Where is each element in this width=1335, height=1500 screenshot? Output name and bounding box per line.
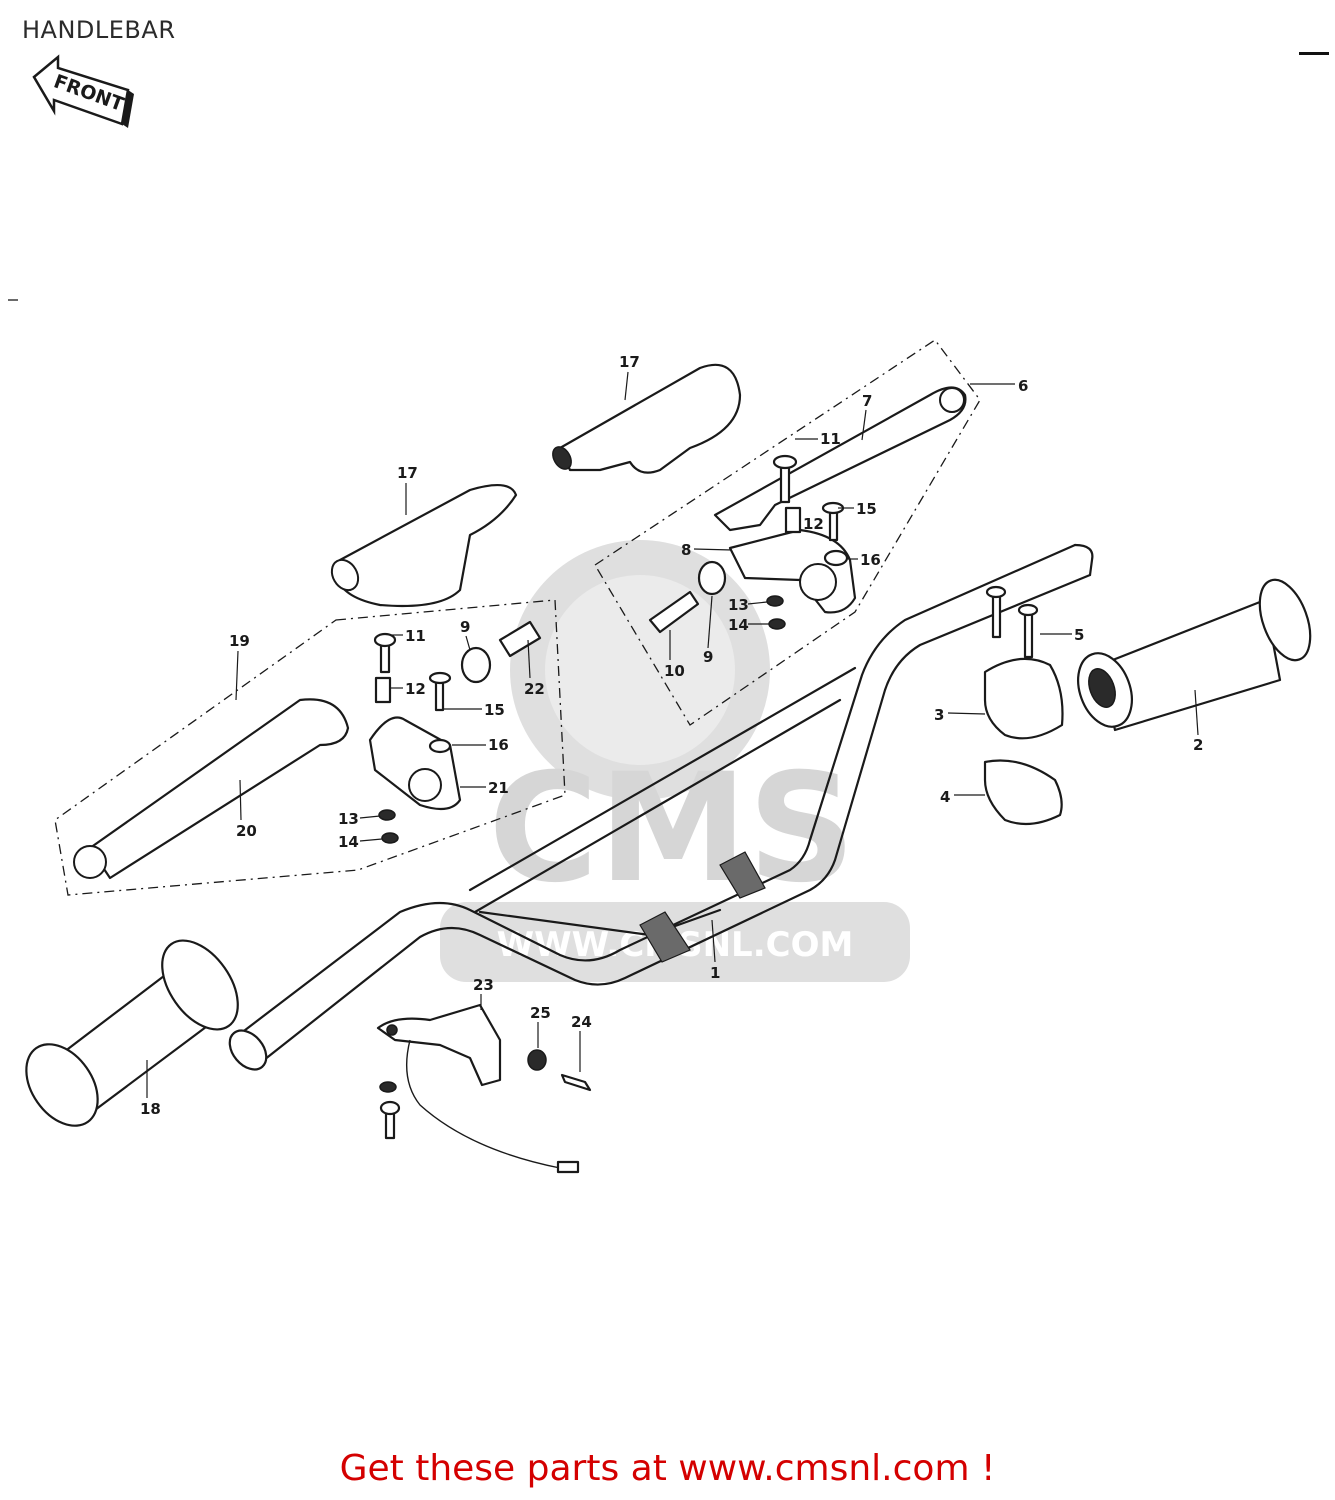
callout-15a: 15 [856,500,877,518]
grip-cover-upper [552,363,742,474]
front-arrow-icon: FRONT [32,54,134,128]
callout-4: 4 [940,788,950,806]
callout-20: 20 [236,822,257,840]
switch-housing-lower [983,759,1063,826]
callout-13a: 13 [728,596,749,614]
callout-12a: 12 [803,515,824,533]
right-grip [1077,578,1312,732]
callout-2: 2 [1193,736,1203,754]
watermark-logo-text: CMS [488,742,855,916]
left-grip [25,939,239,1127]
callout-21: 21 [488,779,509,797]
footer-link[interactable]: Get these parts at www.cmsnl.com ! [339,1448,996,1489]
left-lever-group [73,620,542,880]
callout-17b: 17 [397,464,418,482]
parts-diagram: FRONT CMS WWW.CMSNL.COM [8,54,1312,1174]
callout-9a: 9 [703,648,713,666]
callout-labels: 1 2 3 4 5 6 7 8 9 9 10 11 11 12 12 13 13… [140,353,1203,1118]
callout-24: 24 [571,1013,592,1031]
callout-5: 5 [1074,626,1084,644]
right-lever-assembly-outline [594,339,981,726]
switch-housing-upper [983,657,1064,740]
callout-23: 23 [473,976,494,994]
callout-18: 18 [140,1100,161,1118]
grip-cover-lower [330,483,518,608]
right-lever-group [648,386,967,634]
callout-22: 22 [524,680,545,698]
callout-11b: 11 [405,627,426,645]
diagram-title: HANDLEBAR [22,16,176,44]
callout-16a: 16 [860,551,881,569]
callout-15b: 15 [484,701,505,719]
callout-25: 25 [530,1004,551,1022]
callout-19: 19 [229,632,250,650]
callout-14b: 14 [338,833,359,851]
callout-11a: 11 [820,430,841,448]
callout-6: 6 [1018,377,1028,395]
handlebar-switch [376,1003,592,1174]
callout-3: 3 [934,706,944,724]
callout-9b: 9 [460,618,470,636]
callout-8: 8 [681,541,691,559]
callout-17a: 17 [619,353,640,371]
watermark-logo: CMS WWW.CMSNL.COM [440,540,910,982]
callout-1: 1 [710,964,720,982]
callout-10: 10 [664,662,685,680]
callout-14a: 14 [728,616,749,634]
callout-13b: 13 [338,810,359,828]
callout-12b: 12 [405,680,426,698]
corner-dash-mark [1299,52,1329,55]
callout-16b: 16 [488,736,509,754]
callout-7: 7 [862,392,872,410]
handlebar-tube [228,543,1094,1071]
